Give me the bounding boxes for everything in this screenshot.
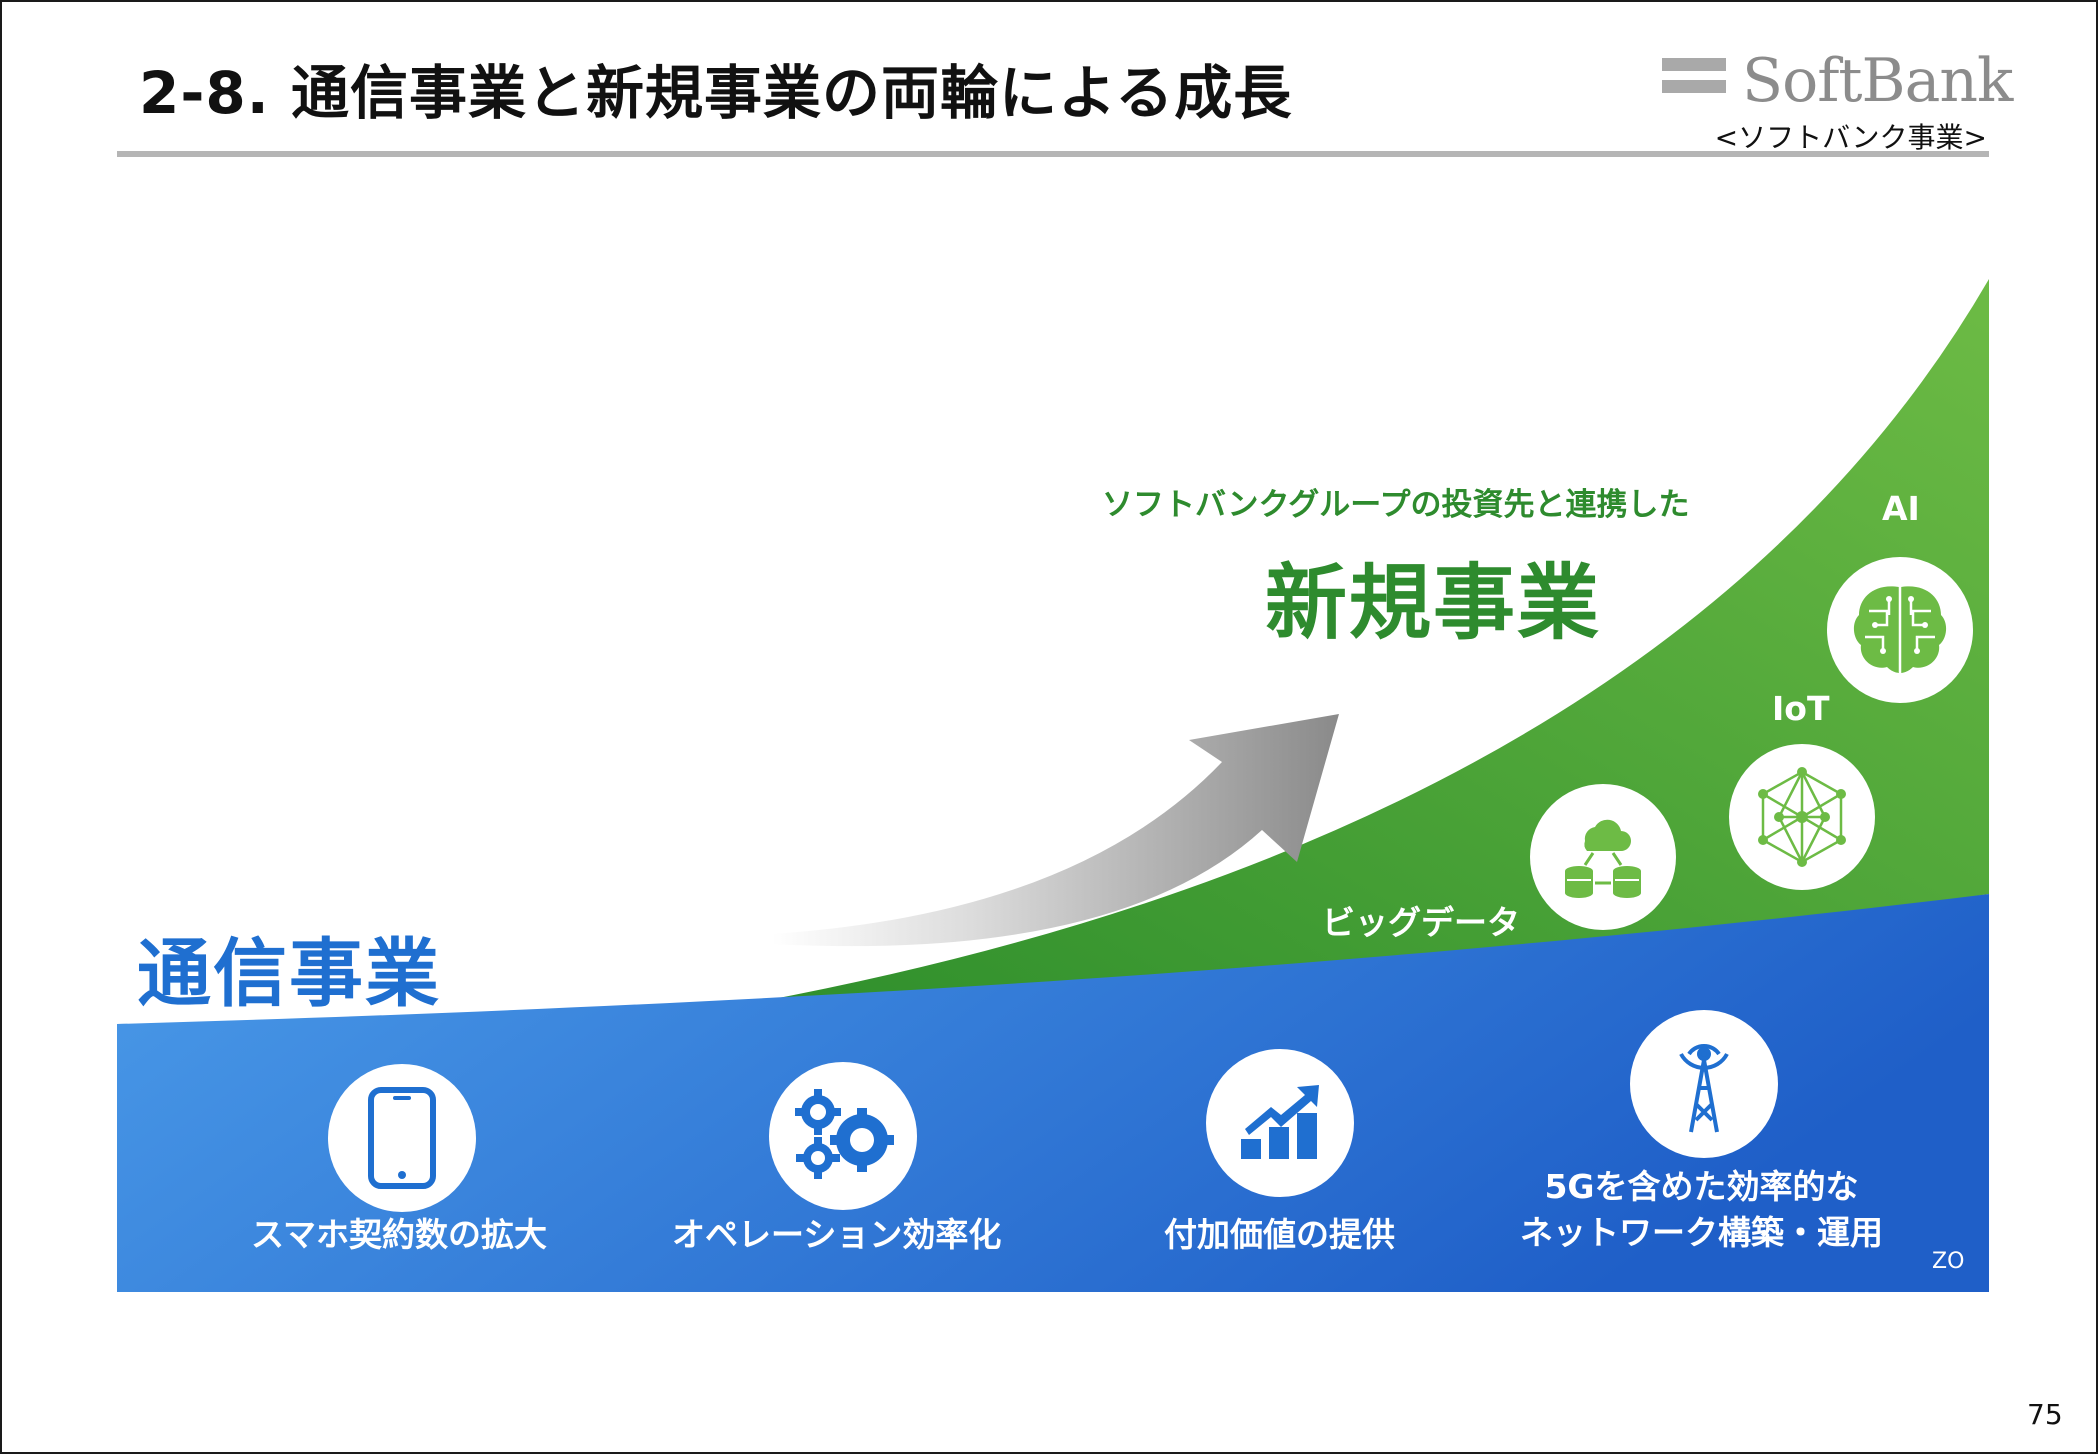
gears-icon [795,1089,894,1179]
new-business-subtitle: ソフトバンクグループの投資先と連携した [1102,487,1690,523]
antenna-tower-icon [1679,1044,1729,1133]
logo-bars-icon [1662,58,1726,102]
smartphone-circle [328,1064,476,1212]
communication-title: 通信事業 [137,931,441,1017]
network-globe-icon [1758,767,1846,867]
slide-title: 2-8. 通信事業と新規事業の両輪による成長 [139,59,1293,127]
new-business-title: 新規事業 [1265,556,1602,651]
brain-circuit-icon [1853,586,1947,673]
smartphone-icon [368,1087,436,1189]
caption-value: 付加価値の提供 [1164,1215,1395,1254]
title-divider [117,151,1989,157]
caption-operation: オペレーション効率化 [672,1215,1002,1254]
logo-wordmark: SoftBank [1742,46,2013,116]
antenna-circle [1630,1010,1778,1158]
bigdata-label: ビッグデータ [1322,903,1520,942]
corner-mark: ZO [1932,1249,1965,1274]
growth-graphic: 通信事業 ソフトバンクグループの投資先と連携した 新規事業 ビッグデータ [117,274,1989,1292]
growth-chart-circle [1206,1049,1354,1197]
caption-smartphone: スマホ契約数の拡大 [251,1215,548,1254]
growth-chart-icon [1241,1085,1319,1159]
gears-circle [769,1062,917,1210]
communication-area [117,894,1989,1292]
growth-arrow [772,714,1339,947]
iot-label: IoT [1772,689,1830,728]
new-business-area [747,279,1989,1004]
ai-circle [1827,557,1973,703]
softbank-logo: SoftBank <ソフトバンク事業> [1662,46,2013,154]
ai-label: AI [1882,489,1920,528]
logo-subtitle: <ソフトバンク事業> [1714,121,1987,154]
iot-circle [1729,744,1875,890]
page-number: 75 [2027,1398,2063,1431]
caption-network: 5Gを含めた効率的な ネットワーク構築・運用 [1520,1167,1883,1252]
growth-background [117,279,1989,1292]
cloud-database-icon [1565,819,1641,898]
bigdata-circle [1530,784,1676,930]
